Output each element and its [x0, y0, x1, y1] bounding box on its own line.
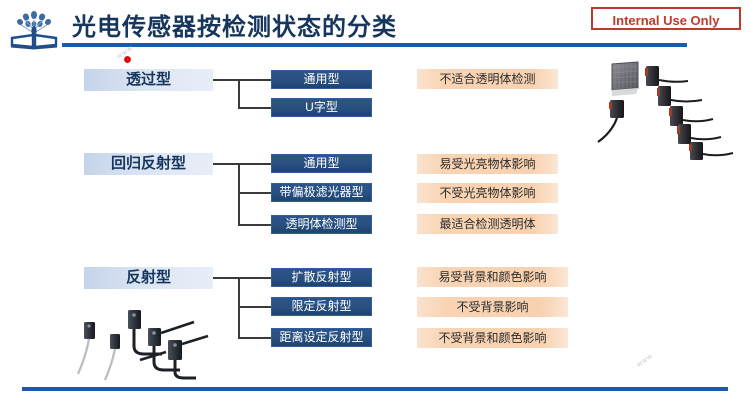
connector-trunk-2 — [238, 163, 240, 226]
reflective-sensors-array-photo — [70, 300, 270, 385]
watermark-mark-2: www — [635, 352, 655, 369]
category-box-1[interactable]: 透过型 — [84, 69, 213, 91]
desc-box-1-1: 不适合透明体检测 — [417, 69, 558, 89]
connector-branch-2-3 — [238, 224, 271, 226]
page-title: 光电传感器按检测状态的分类 — [72, 14, 397, 41]
type-box-2-2[interactable]: 带偏极滤光器型 — [271, 183, 372, 202]
desc-box-2-3: 最适合检测透明体 — [417, 214, 558, 234]
desc-box-3-1: 易受背景和颜色影响 — [417, 267, 568, 287]
category-box-3[interactable]: 反射型 — [84, 267, 213, 289]
connector-branch-1-2 — [238, 107, 271, 109]
type-box-2-1[interactable]: 通用型 — [271, 154, 372, 173]
type-box-1-1[interactable]: 通用型 — [271, 70, 372, 89]
type-box-3-2[interactable]: 限定反射型 — [271, 297, 372, 316]
connector-branch-3-2 — [238, 306, 271, 308]
type-box-1-2[interactable]: U字型 — [271, 98, 372, 117]
category-box-2[interactable]: 回归反射型 — [84, 153, 213, 175]
connector-trunk-1 — [238, 79, 240, 109]
red-dot-marker — [124, 56, 131, 63]
connector-branch-3-3 — [238, 337, 271, 339]
desc-box-2-2: 不受光亮物体影响 — [417, 183, 558, 203]
type-box-3-1[interactable]: 扩散反射型 — [271, 268, 372, 287]
header-divider — [62, 43, 687, 47]
connector-branch-2-2 — [238, 192, 271, 194]
tree-book-logo-icon — [8, 4, 60, 52]
desc-box-3-2: 不受背景影响 — [417, 297, 568, 317]
desc-box-3-3: 不受背景和颜色影响 — [417, 328, 568, 348]
type-box-3-3[interactable]: 距离设定反射型 — [271, 328, 372, 347]
photoelectric-sensors-with-reflector-photo — [592, 56, 748, 161]
connector-trunk-3 — [238, 277, 240, 339]
desc-box-2-1: 易受光亮物体影响 — [417, 154, 558, 174]
connector-stem-3 — [213, 277, 271, 279]
connector-stem-1 — [213, 79, 271, 81]
connector-stem-2 — [213, 163, 271, 165]
status-badge: Internal Use Only — [591, 7, 741, 30]
footer-divider — [22, 387, 728, 391]
type-box-2-3[interactable]: 透明体检测型 — [271, 215, 372, 234]
